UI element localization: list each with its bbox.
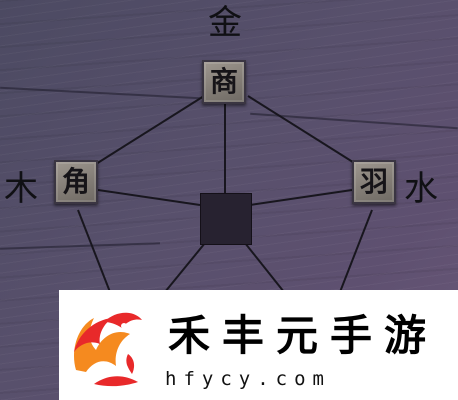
element-label-water: 水 <box>404 169 438 209</box>
brand-name: 禾 丰 元 手 游 <box>163 310 433 362</box>
watermark-banner: 禾 丰 元 手 游 hfycy.com <box>59 290 458 400</box>
center-slot[interactable] <box>200 193 252 245</box>
brand-char: 手 <box>329 311 372 360</box>
brand-domain: hfycy.com <box>165 368 331 390</box>
note-tile-yu[interactable]: 羽 <box>352 160 396 204</box>
note-label: 商 <box>209 65 238 98</box>
dragon-logo-icon <box>74 312 142 387</box>
note-label: 角 <box>61 165 90 198</box>
brand-char: 游 <box>383 311 426 360</box>
brand-char: 丰 <box>221 311 264 360</box>
note-tile-jue[interactable]: 角 <box>54 160 98 204</box>
element-label-wood: 木 <box>4 169 38 209</box>
brand-char: 元 <box>275 311 318 360</box>
note-tile-shang[interactable]: 商 <box>202 60 246 104</box>
element-label-metal: 金 <box>208 3 242 43</box>
brand-char: 禾 <box>167 311 210 360</box>
note-label: 羽 <box>359 165 388 198</box>
edge-top-left <box>95 95 205 165</box>
